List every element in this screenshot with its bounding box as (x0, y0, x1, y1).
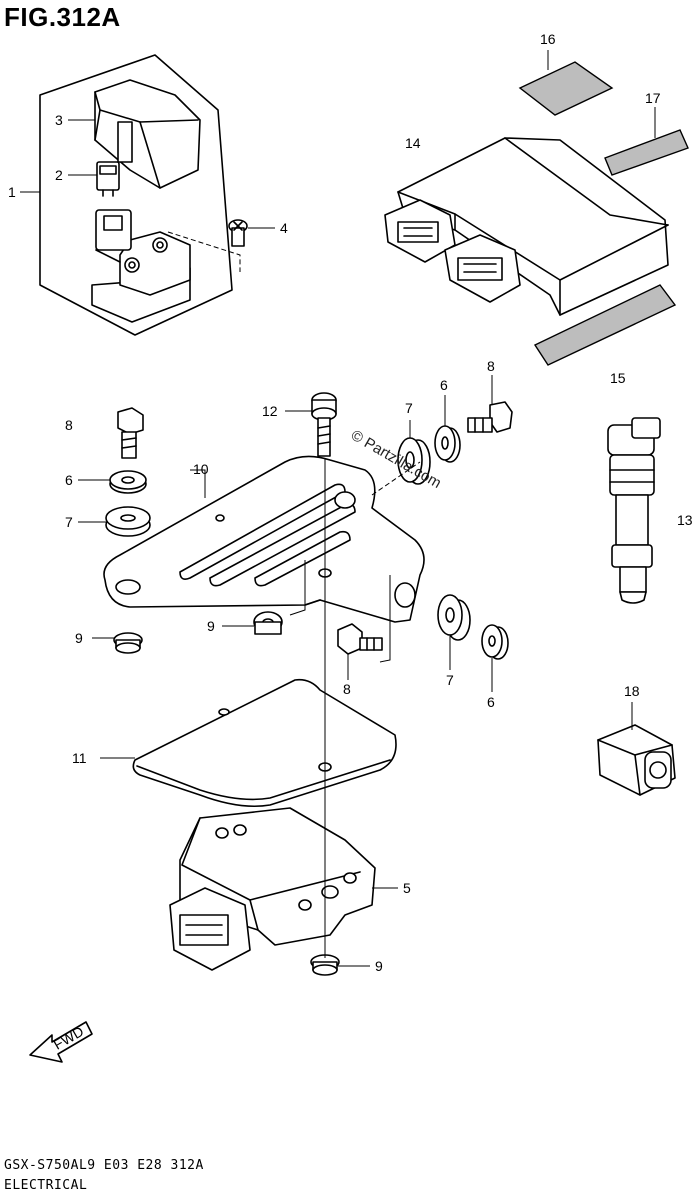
callout-16[interactable]: 16 (540, 31, 556, 47)
callout-14[interactable]: 14 (405, 135, 421, 151)
part-7-grommet-top[interactable] (397, 437, 431, 485)
part-6-collar-top[interactable] (434, 425, 461, 463)
part-13-ignition-coil[interactable] (607, 417, 661, 604)
callout-12[interactable]: 12 (262, 403, 278, 419)
callout-3[interactable]: 3 (55, 112, 63, 128)
callout-8-top[interactable]: 8 (487, 358, 495, 374)
part-6-collar-right[interactable] (481, 624, 509, 660)
callout-labels: 1 2 3 4 5 6 6 6 7 7 7 8 8 8 9 9 9 10 11 … (8, 31, 693, 974)
callout-7-left[interactable]: 7 (65, 514, 73, 530)
fwd-arrow: FWD (29, 1021, 93, 1063)
part-3-relay-cover[interactable] (94, 79, 201, 189)
callout-4[interactable]: 4 (280, 220, 288, 236)
alignment-line-grommet-top (371, 461, 421, 496)
callout-7-right[interactable]: 7 (446, 672, 454, 688)
part-9-nut-center[interactable] (253, 611, 283, 635)
callout-8-bottom[interactable]: 8 (343, 681, 351, 697)
part-8-bolt-top[interactable] (467, 401, 513, 433)
part-16-pad[interactable] (518, 61, 614, 116)
part-2-fuse[interactable] (96, 161, 120, 197)
callout-5[interactable]: 5 (403, 880, 411, 896)
callout-2[interactable]: 2 (55, 167, 63, 183)
part-15-pad[interactable] (533, 284, 677, 366)
alignment-line-bolt (379, 575, 391, 663)
callout-18[interactable]: 18 (624, 683, 640, 699)
category-label: ELECTRICAL (4, 1178, 88, 1193)
assembly-1-outline (39, 54, 233, 336)
model-code: GSX-S750AL9 E03 E28 312A (4, 1158, 204, 1173)
part-14-ecm[interactable] (384, 137, 669, 316)
part-17-strip[interactable] (604, 129, 689, 176)
relay-assembly-group (39, 54, 248, 336)
figure-title: FIG.312A (4, 2, 121, 32)
callout-9-left[interactable]: 9 (75, 630, 83, 646)
callout-9-center[interactable]: 9 (207, 618, 215, 634)
callout-10[interactable]: 10 (193, 461, 209, 477)
callout-17[interactable]: 17 (645, 90, 661, 106)
part-5-regulator[interactable] (169, 807, 376, 971)
callout-6-top[interactable]: 6 (440, 377, 448, 393)
part-9-nut-bottom[interactable] (310, 954, 340, 976)
callout-6-left[interactable]: 6 (65, 472, 73, 488)
callout-1[interactable]: 1 (8, 184, 16, 200)
part-6-collar-left[interactable] (109, 470, 147, 494)
callout-9-bottom[interactable]: 9 (375, 958, 383, 974)
callout-8-left[interactable]: 8 (65, 417, 73, 433)
part-12-bolt[interactable] (311, 392, 337, 457)
part-8-bolt-bottom[interactable] (337, 623, 383, 655)
callout-6-right[interactable]: 6 (487, 694, 495, 710)
starter-relay-body[interactable] (91, 209, 241, 323)
part-7-grommet-left[interactable] (105, 506, 151, 537)
part-4-screw[interactable] (228, 219, 248, 247)
part-18-sensor[interactable] (597, 724, 676, 796)
part-7-grommet-right[interactable] (437, 594, 471, 641)
part-11-plate[interactable] (132, 678, 397, 808)
callout-7-top[interactable]: 7 (405, 400, 413, 416)
callout-13[interactable]: 13 (677, 512, 693, 528)
callout-15[interactable]: 15 (610, 370, 626, 386)
part-10-bracket[interactable] (103, 455, 425, 623)
callout-11[interactable]: 11 (72, 750, 87, 766)
part-9-nut-left[interactable] (113, 632, 143, 654)
alignment-line-nut (289, 560, 306, 616)
leader-lines (20, 50, 656, 967)
part-8-bolt-left[interactable] (117, 407, 144, 459)
